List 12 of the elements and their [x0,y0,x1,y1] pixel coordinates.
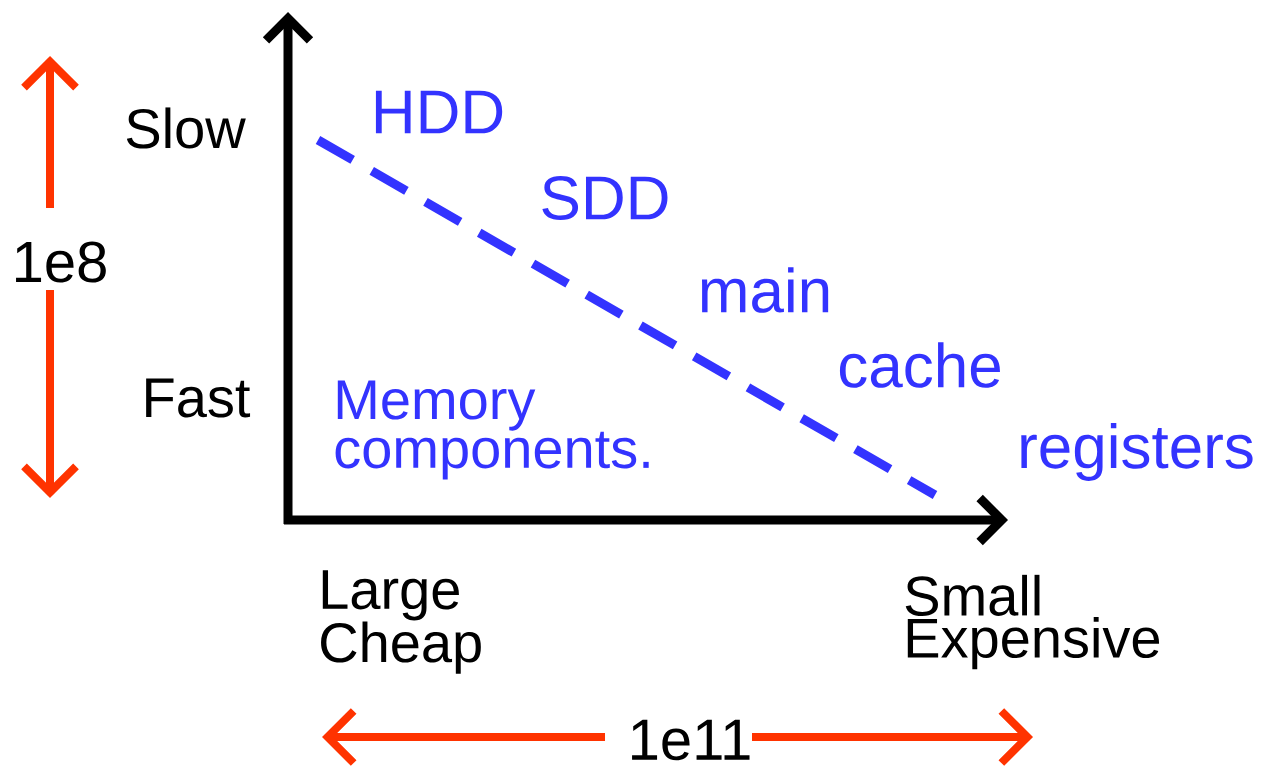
memory-label: SDD [542,176,668,220]
memory-label: registers [1021,423,1253,481]
dimension-label: 1e8 [16,241,106,283]
axis-label: Fast [146,378,251,418]
memory-label: HDD [375,90,503,134]
memory-label: cache [839,342,1000,388]
memory-label: main [701,267,829,313]
note-text: Memory components. [335,380,649,480]
axis-label: Small Expensive [905,574,1160,670]
dimension-label: 1e11 [632,719,750,761]
axis-label: Slow [126,107,246,149]
axis-label: Large Cheap [321,570,481,674]
